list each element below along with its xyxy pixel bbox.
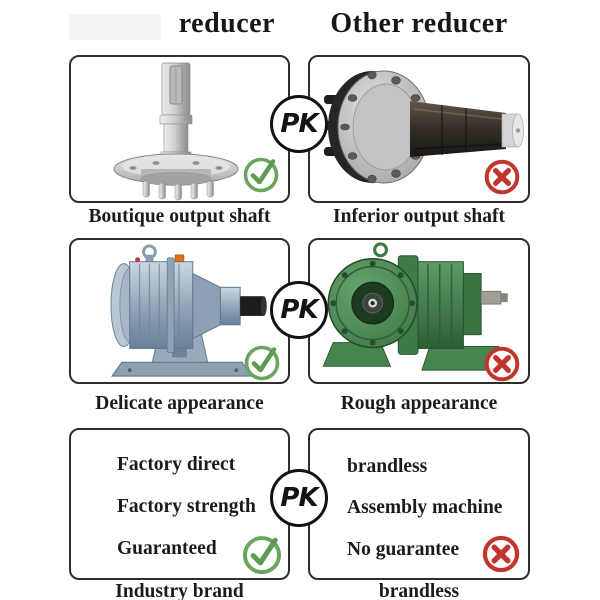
pk-versus-badge: PK: [270, 469, 328, 527]
caption-inferior-output-shaft: Inferior output shaft: [333, 206, 505, 227]
dark-rough-output-shaft-photo: [319, 70, 524, 184]
polished-steel-output-shaft-photo: [113, 62, 239, 201]
feature-factory-strength: Factory strength: [117, 496, 256, 517]
left-column-header: reducer: [178, 8, 275, 39]
feature-guaranteed: Guaranteed: [117, 538, 217, 559]
pk-label: PK: [280, 483, 318, 513]
cross-icon: [482, 344, 522, 384]
check-icon: [240, 532, 284, 576]
check-icon: [242, 342, 282, 382]
pk-versus-badge: PK: [270, 95, 328, 153]
blue-gray-cycloidal-reducer-photo: [110, 244, 267, 377]
caption-brandless: brandless: [378, 581, 460, 600]
panel-boutique-output-shaft: [69, 55, 290, 203]
feature-brandless: brandless: [347, 456, 428, 477]
cross-icon: [480, 533, 522, 575]
feature-factory-direct: Factory direct: [117, 454, 236, 475]
cross-icon: [482, 157, 522, 197]
green-cycloidal-reducer-photo: [322, 242, 508, 371]
feature-assembly-machine: Assembly machine: [347, 497, 503, 518]
pk-label: PK: [280, 295, 318, 325]
erased-brand-area: [69, 14, 161, 40]
check-icon: [241, 154, 281, 194]
pk-label: PK: [280, 109, 318, 139]
right-column-header: Other reducer: [330, 8, 508, 39]
pk-versus-badge: PK: [270, 281, 328, 339]
caption-delicate-appearance: Delicate appearance: [95, 393, 264, 414]
caption-industry-brand: Industry brand: [115, 581, 244, 600]
feature-no-guarantee: No guarantee: [347, 539, 460, 560]
caption-rough-appearance: Rough appearance: [340, 393, 498, 414]
caption-boutique-output-shaft: Boutique output shaft: [88, 206, 271, 227]
